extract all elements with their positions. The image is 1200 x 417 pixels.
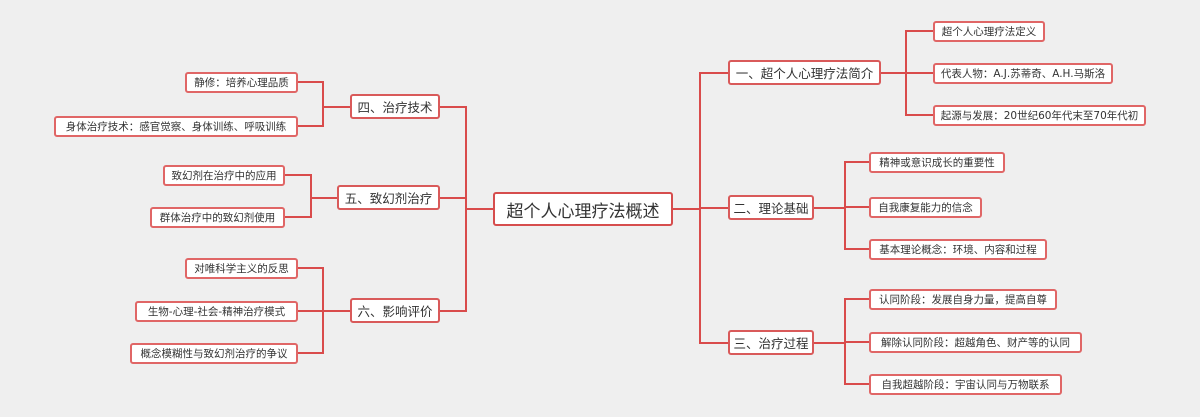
connector-line [298,267,324,311]
connector-line [285,198,312,218]
connector-line [905,30,933,73]
connector-line [844,208,869,250]
connector-line [673,208,728,344]
leaf-disidentification[interactable]: 解除认同阶段：超越角色、财产等的认同 [869,332,1082,353]
leaf-concept-controversy[interactable]: 概念模糊性与致幻剂治疗的争议 [130,343,298,364]
branch-intro[interactable]: 一、超个人心理疗法简介 [728,60,881,85]
leaf-basic-concepts[interactable]: 基本理论概念：环境、内容和过程 [869,239,1047,260]
leaf-representatives[interactable]: 代表人物：A.J.苏蒂奇、A.H.马斯洛 [933,63,1113,84]
leaf-self-transcendence[interactable]: 自我超越阶段：宇宙认同与万物联系 [869,374,1062,395]
branch-evaluation[interactable]: 六、影响评价 [350,298,440,323]
connector-line [298,107,324,127]
branch-process[interactable]: 三、治疗过程 [728,330,814,355]
leaf-spiritual-growth[interactable]: 精神或意识成长的重要性 [869,152,1005,173]
connector-line [298,311,324,354]
connector-line [298,81,324,107]
connector-line [844,343,869,385]
root-node[interactable]: 超个人心理疗法概述 [493,192,673,226]
connector-line [844,298,869,343]
leaf-origin[interactable]: 起源与发展：20世纪60年代末至70年代初 [933,105,1146,126]
leaf-biopsychosocial-model[interactable]: 生物-心理-社会-精神治疗模式 [135,301,298,322]
connector-line [440,208,493,312]
connector-line [285,174,312,198]
connector-line [844,206,869,208]
leaf-scientism-reflection[interactable]: 对唯科学主义的反思 [185,258,298,279]
leaf-self-healing[interactable]: 自我康复能力的信念 [869,197,982,218]
connector-line [844,161,869,208]
leaf-psychedelic-application[interactable]: 致幻剂在治疗中的应用 [163,165,285,186]
branch-theory[interactable]: 二、理论基础 [728,195,814,220]
leaf-definition[interactable]: 超个人心理疗法定义 [933,21,1045,42]
leaf-body-therapy[interactable]: 身体治疗技术：感官觉察、身体训练、呼吸训练 [54,116,298,137]
leaf-identification[interactable]: 认同阶段：发展自身力量，提高自尊 [869,289,1057,310]
leaf-meditation[interactable]: 静修：培养心理品质 [185,72,298,93]
leaf-group-psychedelic[interactable]: 群体治疗中的致幻剂使用 [150,207,285,228]
branch-techniques[interactable]: 四、治疗技术 [350,94,440,119]
connector-line [844,341,869,343]
connector-line [905,73,933,116]
branch-psychedelics[interactable]: 五、致幻剂治疗 [337,185,440,210]
connector-line [673,72,728,210]
